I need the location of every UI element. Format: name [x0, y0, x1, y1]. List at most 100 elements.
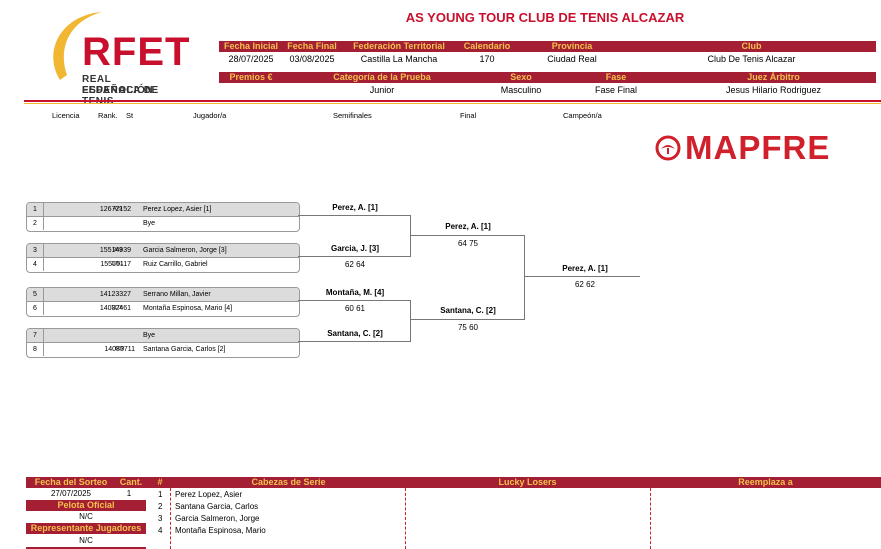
seed-num-2: 2 [158, 502, 163, 511]
semi-score-2: 62 64 [344, 260, 366, 269]
seed-num-1: 1 [158, 490, 163, 499]
connector-final [524, 235, 525, 320]
semi-line-3 [298, 300, 410, 301]
value-provincia: Ciudad Real [547, 54, 597, 64]
footer-pelota-label: Pelota Oficial [57, 500, 115, 510]
footer-sorteo-label: Fecha del Sorteo [34, 477, 108, 487]
seed-name-3: Garcia Salmeron, Jorge [175, 514, 260, 523]
semi-winner-3: Montaña, M. [4] [325, 288, 385, 297]
tournament-title: AS YOUNG TOUR CLUB DE TENIS ALCAZAR [405, 10, 685, 25]
semi-line-4 [298, 341, 410, 342]
final-score-2: 75 60 [457, 323, 479, 332]
info-header-bar-2 [219, 72, 876, 83]
col-semifinales: Semifinales [333, 111, 372, 120]
value-fase: Fase Final [594, 85, 638, 95]
header-premios: Premios € [229, 72, 273, 82]
seed-name-2: Santana Garcia, Carlos [175, 502, 259, 511]
mapfre-emblem-icon [655, 135, 681, 161]
draw-row-8: 8 14083711 609 Santana Garcia, Carlos [2… [27, 343, 299, 356]
col-rank: Rank. [98, 111, 118, 120]
semi-line-1 [298, 215, 410, 216]
footer-cant-label: Cant. [119, 477, 143, 487]
logo-line1: REAL FEDERACIÓN [82, 74, 154, 96]
semi-line-2 [298, 256, 410, 257]
seed-name-4: Montaña Espinosa, Mario [175, 526, 266, 535]
col-final: Final [460, 111, 477, 120]
header-club: Club [741, 41, 762, 51]
draw-row-7: 7 Bye [27, 329, 299, 343]
champion-score: 62 62 [574, 280, 596, 289]
final-winner-2: Santana, C. [2] [440, 306, 496, 315]
semi-winner-4: Santana, C. [2] [327, 329, 383, 338]
semi-winner-1: Perez, A. [1] [332, 203, 378, 212]
footer-divider-3 [650, 488, 651, 549]
logo-main-text: RFET [82, 30, 191, 74]
separator-red [24, 100, 881, 102]
footer-cant-value: 1 [126, 489, 132, 498]
value-fecha-final: 03/08/2025 [289, 54, 335, 64]
info-header-bar-1 [219, 41, 876, 52]
match-box-4: 7 Bye 8 14083711 609 Santana Garcia, Car… [26, 328, 300, 358]
mapfre-text: MAPFRE [685, 129, 831, 166]
header-federacion: Federación Territorial [353, 41, 445, 51]
seed-name-1: Perez Lopez, Asier [175, 490, 243, 499]
draw-row-5: 5 14123327 Serrano Millan, Javier [27, 288, 299, 302]
logo-swoosh-icon [53, 12, 102, 80]
mapfre-logo: MAPFRE [655, 130, 875, 166]
footer-sorteo-value: 27/07/2025 [50, 489, 92, 498]
value-juez: Jesus Hilario Rodriguez [725, 85, 822, 95]
footer-header-bar [26, 477, 881, 488]
semi-winner-2: Garcia, J. [3] [330, 244, 380, 253]
final-line-2 [410, 319, 525, 320]
pelota-header-bar [26, 500, 146, 511]
seed-num-3: 3 [158, 514, 163, 523]
header-fecha-inicial: Fecha Inicial [223, 41, 279, 51]
header-categoria: Categoría de la Prueba [333, 72, 431, 82]
footer-rep-label: Representante Jugadores [30, 523, 142, 533]
rep-header-bar [26, 523, 146, 534]
header-fase: Fase [605, 72, 627, 82]
footer-replace-label: Reemplaza a [738, 477, 793, 487]
footer-divider-2 [405, 488, 406, 549]
separator-orange [24, 103, 881, 104]
draw-row-3: 3 15514939 969 Garcia Salmeron, Jorge [3… [27, 244, 299, 258]
footer-rep-value: N/C [79, 536, 93, 545]
footer-seeds-label: Cabezas de Serie [251, 477, 326, 487]
value-categoria: Junior [369, 85, 395, 95]
footer-pelota-value: N/C [79, 512, 93, 521]
rfet-logo: RFET REAL FEDERACIÓN ESPAÑOLA DE TENIS [42, 10, 189, 107]
draw-row-1: 1 12672152 479 Perez Lopez, Asier [1] [27, 203, 299, 217]
footer-lucky-label: Lucky Losers [498, 477, 557, 487]
header-juez: Juez Árbitro [747, 72, 800, 82]
draw-row-2: 2 Bye [27, 217, 299, 230]
seed-num-4: 4 [158, 526, 163, 535]
match-box-3: 5 14123327 Serrano Millan, Javier 6 1403… [26, 287, 300, 317]
champion-line [524, 276, 640, 277]
col-campeon: Campeón/a [563, 111, 602, 120]
col-licencia: Licencia [52, 111, 80, 120]
draw-row-4: 4 15516117 1791 Ruiz Carrillo, Gabriel [27, 258, 299, 271]
footer-hash-label: # [157, 477, 163, 487]
header-calendario: Calendario [463, 41, 511, 51]
semi-score-3: 60 61 [344, 304, 366, 313]
final-winner-1: Perez, A. [1] [445, 222, 491, 231]
rep-bottom-bar [26, 547, 146, 549]
header-sexo: Sexo [510, 72, 532, 82]
value-calendario: 170 [479, 54, 495, 64]
match-box-1: 1 12672152 479 Perez Lopez, Asier [1] 2 … [26, 202, 300, 232]
footer-divider-1 [170, 488, 171, 549]
value-fecha-inicial: 28/07/2025 [228, 54, 274, 64]
draw-row-6: 6 14032461 1176 Montaña Espinosa, Mario … [27, 302, 299, 315]
connector-semi-1-2 [410, 215, 411, 257]
final-line-1 [410, 235, 525, 236]
value-sexo: Masculino [500, 85, 542, 95]
col-jugador: Jugador/a [193, 111, 227, 120]
col-st: St [126, 111, 134, 120]
final-score-1: 64 75 [457, 239, 479, 248]
connector-semi-3-4 [410, 300, 411, 342]
match-box-2: 3 15514939 969 Garcia Salmeron, Jorge [3… [26, 243, 300, 273]
header-provincia: Provincia [551, 41, 593, 51]
champion-name: Perez, A. [1] [562, 264, 608, 273]
header-fecha-final: Fecha Final [287, 41, 337, 51]
value-club: Club De Tenis Alcazar [707, 54, 796, 64]
